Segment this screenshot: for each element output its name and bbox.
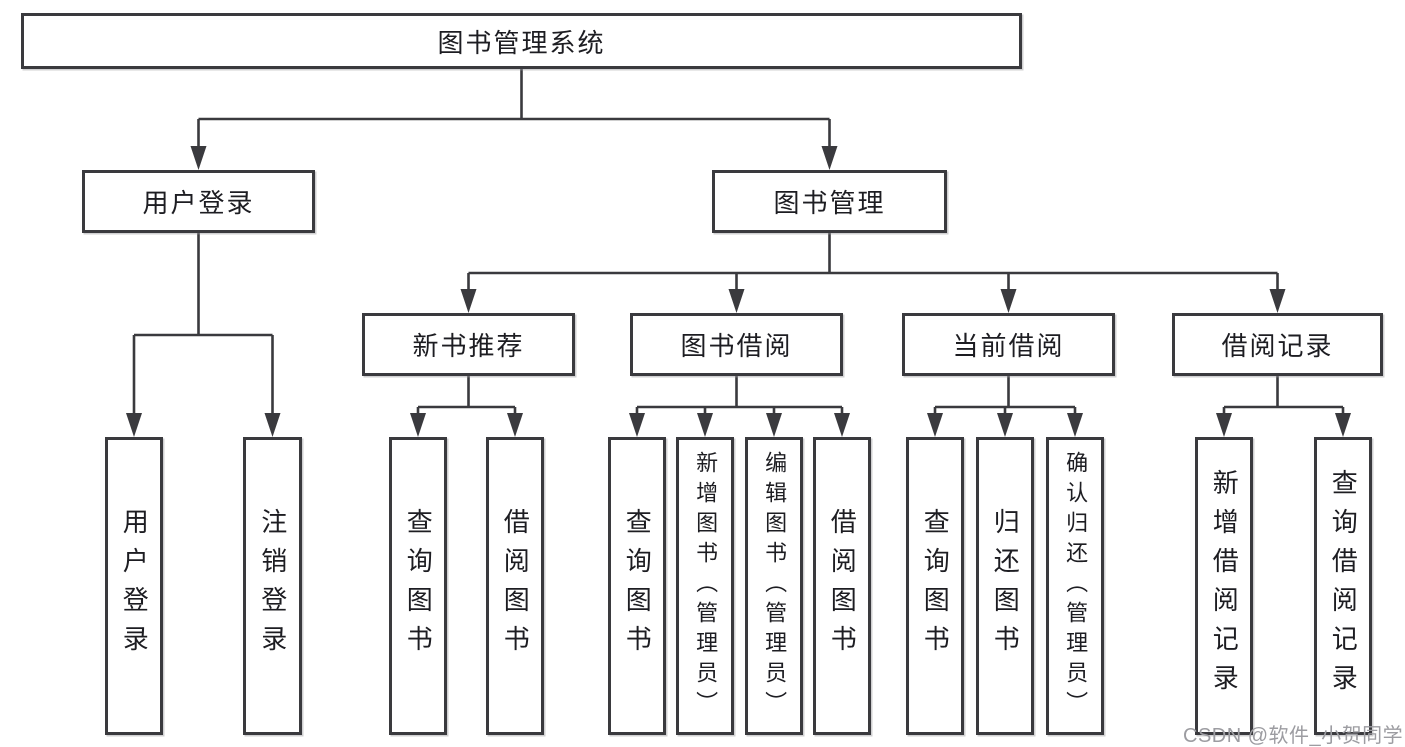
arrow-down-icon: [507, 413, 523, 437]
connector-user-login-to-leaves: [132, 233, 274, 416]
leaf-label: 查询图书: [403, 508, 434, 664]
arrow-down-icon: [1269, 289, 1286, 313]
leaf-label: 新增图书（管理员）: [693, 451, 719, 721]
node-label: 图书管理: [773, 188, 886, 218]
arrow-down-icon: [697, 413, 713, 437]
leaf-query-books: 查询图书: [906, 437, 964, 735]
leaf-label: 借阅图书: [500, 508, 531, 664]
arrow-down-icon: [126, 413, 142, 437]
node-current-borrowing: 当前借阅: [902, 313, 1115, 376]
leaf-label: 确认归还（管理员）: [1063, 451, 1089, 721]
node-label: 用户登录: [142, 188, 255, 218]
arrow-down-icon: [264, 413, 281, 437]
leaf-label: 归还图书: [990, 508, 1021, 664]
leaf-label: 注销登录: [257, 508, 288, 664]
arrow-down-icon: [190, 146, 207, 170]
arrow-down-icon: [728, 289, 745, 313]
node-label: 图书管理系统: [437, 27, 606, 58]
leaf-label: 用户登录: [119, 508, 150, 664]
connector-new-book-recommendation-to-leaves: [416, 376, 517, 416]
leaf-return-books: 归还图书: [976, 437, 1034, 735]
arrow-down-icon: [834, 413, 850, 437]
arrow-down-icon: [460, 289, 477, 313]
node-label: 图书借阅: [680, 331, 793, 361]
leaf-query-books: 查询图书: [608, 437, 666, 735]
node-label: 借阅记录: [1221, 331, 1334, 361]
arrow-down-icon: [1000, 289, 1017, 313]
arrow-down-icon: [927, 413, 943, 437]
arrow-down-icon: [1216, 413, 1232, 437]
arrow-down-icon: [1067, 413, 1083, 437]
arrow-down-icon: [410, 413, 426, 437]
leaf-add-books-admin: 新增图书（管理员）: [676, 437, 734, 735]
arrow-down-icon: [766, 413, 782, 437]
node-label: 当前借阅: [952, 331, 1065, 361]
connector-borrowing-records-to-leaves: [1222, 376, 1345, 416]
leaf-label: 查询图书: [920, 508, 951, 664]
leaf-add-borrowing-record: 新增借阅记录: [1195, 437, 1253, 735]
arrow-down-icon: [997, 413, 1013, 437]
connector-book-borrowing-to-leaves: [635, 376, 844, 416]
connector-root-to-level1: [197, 69, 831, 149]
connector-current-borrowing-to-leaves: [933, 376, 1077, 416]
leaf-label: 编辑图书（管理员）: [762, 451, 788, 721]
leaf-borrow-books: 借阅图书: [813, 437, 871, 735]
node-book-management: 图书管理: [712, 170, 947, 233]
leaf-edit-books-admin: 编辑图书（管理员）: [745, 437, 803, 735]
node-book-borrowing: 图书借阅: [630, 313, 843, 376]
leaf-label: 新增借阅记录: [1209, 469, 1240, 703]
arrow-down-icon: [1335, 413, 1351, 437]
leaf-user-login: 用户登录: [105, 437, 163, 735]
node-user-login: 用户登录: [82, 170, 315, 233]
csdn-watermark: CSDN @软件_小贺同学: [1183, 725, 1404, 747]
leaf-label: 查询借阅记录: [1328, 469, 1359, 703]
connector-book-management-to-level2: [467, 233, 1279, 292]
leaf-confirm-return-admin: 确认归还（管理员）: [1046, 437, 1104, 735]
leaf-query-books: 查询图书: [389, 437, 447, 735]
leaf-label: 借阅图书: [827, 508, 858, 664]
leaf-logout: 注销登录: [243, 437, 302, 735]
node-library-management-system: 图书管理系统: [21, 13, 1022, 69]
node-label: 新书推荐: [412, 331, 525, 361]
node-new-book-recommendation: 新书推荐: [362, 313, 575, 376]
arrow-down-icon: [629, 413, 645, 437]
leaf-query-borrowing-records: 查询借阅记录: [1314, 437, 1372, 735]
leaf-borrow-books: 借阅图书: [486, 437, 544, 735]
node-borrowing-records: 借阅记录: [1172, 313, 1383, 376]
leaf-label: 查询图书: [622, 508, 653, 664]
arrow-down-icon: [821, 146, 838, 170]
